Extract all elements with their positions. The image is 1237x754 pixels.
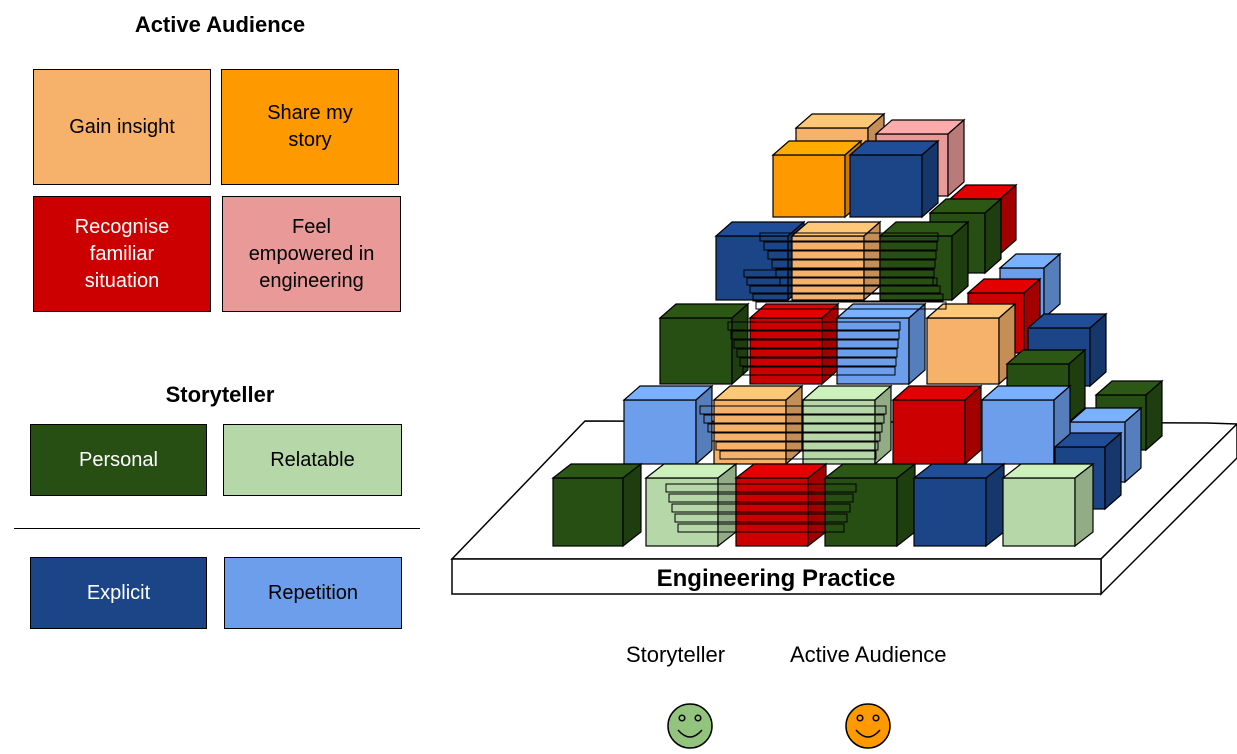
cube-top-front-2 (848, 139, 940, 219)
feel-empowered-label: Feel empowered in engineering (248, 215, 375, 292)
story-layer-bar (677, 523, 845, 533)
relatable-box: Relatable (223, 424, 402, 496)
cube-t3-4 (925, 302, 1017, 386)
repetition-label: Repetition (267, 581, 359, 604)
cube-b-2 (644, 462, 738, 548)
relatable-label: Relatable (270, 448, 355, 471)
story-layer-bar (752, 293, 944, 302)
cube-t2-2 (790, 220, 882, 302)
cube-t4-2 (712, 384, 804, 466)
story-layer-bar (730, 330, 900, 340)
story-layer-bar (707, 423, 883, 433)
cube-t3-3 (835, 302, 927, 386)
story-layers (665, 232, 947, 533)
platform-front (451, 558, 1102, 595)
explicit-box: Explicit (30, 557, 207, 629)
gain-insight-box: Gain insight (33, 69, 211, 185)
cube-b-1 (551, 462, 643, 548)
personal-box: Personal (30, 424, 207, 496)
story-layer-bar (719, 450, 877, 460)
story-layer-bar (715, 441, 879, 451)
legend-audience-label: Active Audience (790, 642, 947, 667)
cube-b-4 (823, 462, 917, 548)
cube-t4-4 (891, 384, 983, 466)
recognise-familiar-situation-label: Recognise familiar situation (74, 215, 170, 292)
feel-empowered-box: Feel empowered in engineering (222, 196, 401, 312)
divider-line (14, 528, 420, 529)
storyteller-heading: Storyteller (165, 382, 275, 407)
repetition-box: Repetition (224, 557, 402, 629)
story-layer-bar (746, 277, 938, 286)
engineering-practice-label: Engineering Practice (657, 565, 896, 592)
story-layer-bar (671, 503, 851, 513)
cube-t4-3 (801, 384, 893, 466)
story-layer-bar (699, 405, 887, 415)
story-layer-bar (727, 321, 901, 331)
explicit-label: Explicit (86, 581, 151, 604)
story-layer-bar (739, 357, 897, 367)
story-layer-bar (767, 250, 937, 260)
story-layer-bar (668, 493, 854, 503)
story-layer-bar (749, 285, 941, 294)
cube-b-3 (734, 462, 828, 548)
cube-b-5 (912, 462, 1006, 548)
cube-t3-1 (658, 302, 750, 386)
story-layer-bar (733, 339, 899, 349)
story-layer-bar (763, 241, 938, 251)
story-layer-bar (743, 269, 935, 278)
story-layer-bar (771, 259, 936, 269)
gain-insight-label: Gain insight (69, 115, 175, 138)
active-audience-heading: Active Audience (134, 12, 306, 37)
legend-storyteller-label: Storyteller (626, 642, 726, 667)
active-audience-smiley-icon (845, 703, 891, 749)
cube-t2-3 (878, 220, 970, 302)
story-layer-bar (674, 513, 848, 523)
storyteller-smiley-icon (667, 703, 713, 749)
cube-t3-2 (748, 302, 840, 386)
story-layer-bar (759, 232, 939, 242)
story-layer-bar (755, 301, 947, 310)
cube-top-front-1 (771, 139, 863, 219)
story-layer-bar (711, 432, 881, 442)
personal-label: Personal (79, 448, 158, 471)
cube-t4-1 (622, 384, 714, 466)
share-my-story-label: Share my story (267, 102, 353, 151)
story-layer-bar (665, 483, 857, 493)
story-layer-bar (736, 348, 898, 358)
story-layer-bar (703, 414, 885, 424)
cube-b-6 (1001, 462, 1095, 548)
recognise-familiar-situation-box: Recognise familiar situation (33, 196, 211, 312)
share-my-story-box: Share my story (221, 69, 399, 185)
story-layer-bar (742, 366, 896, 376)
